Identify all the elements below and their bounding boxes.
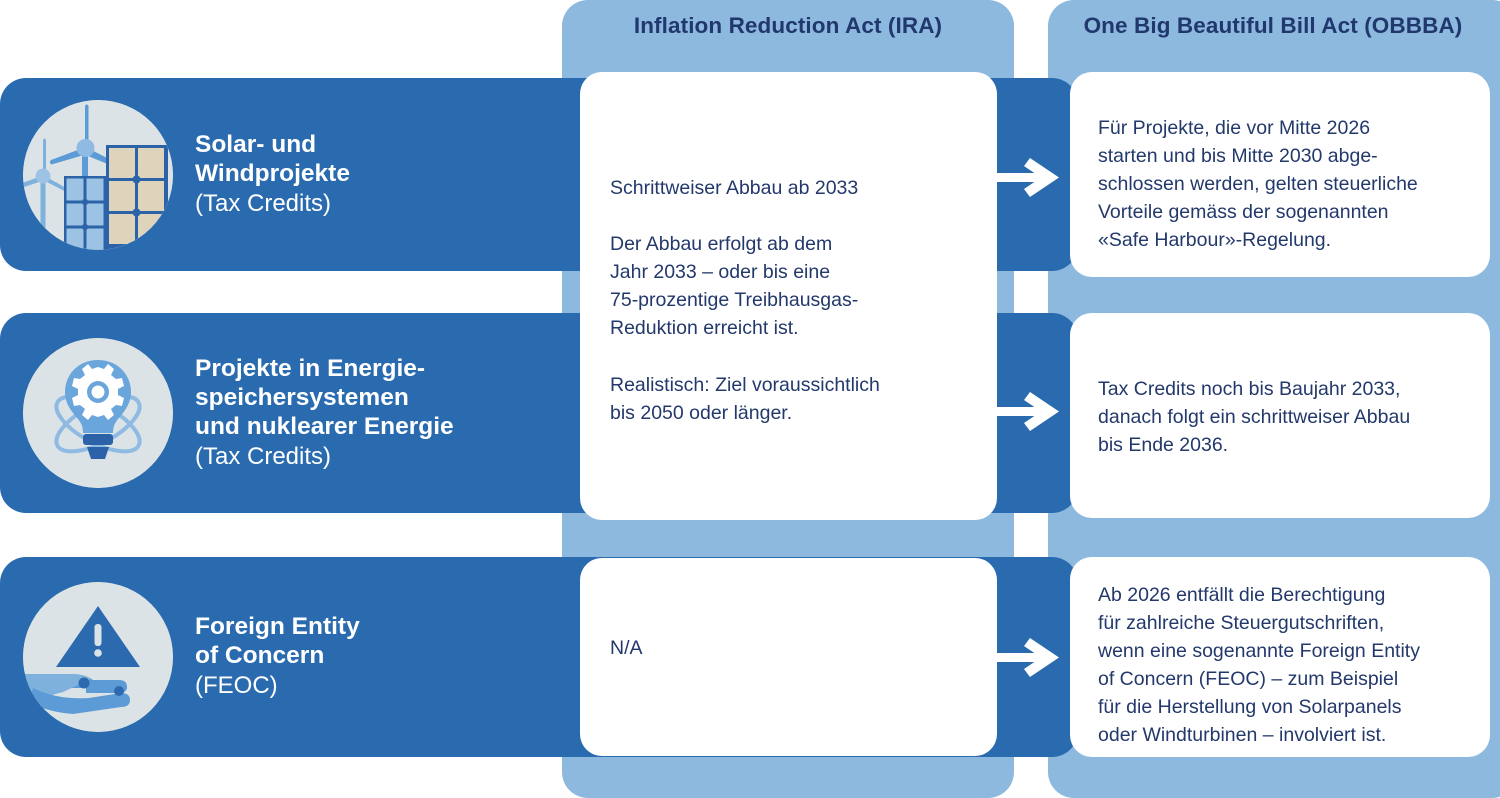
row-subtitle: (Tax Credits) <box>195 189 332 217</box>
row-title: Foreign Entity of Concern <box>195 613 360 670</box>
row-subtitle: (Tax Credits) <box>195 442 332 470</box>
card-obbba-solar-wind: Für Projekte, die vor Mitte 2026 starten… <box>1070 72 1490 277</box>
row-subtitle: (FEOC) <box>195 672 278 700</box>
row-label-solar-wind: Solar- und Windprojekte (Tax Credits) <box>195 131 350 218</box>
row-label-feoc: Foreign Entity of Concern (FEOC) <box>195 613 360 700</box>
column-header-obbba: One Big Beautiful Bill Act (OBBBA) <box>1083 13 1463 38</box>
card-obbba-energy-storage: Tax Credits noch bis Baujahr 2033, danac… <box>1070 313 1490 518</box>
row-content: Foreign Entity of Concern (FEOC) <box>0 557 562 757</box>
lightbulb-gear-atom-icon <box>23 338 173 488</box>
row-label-energy-storage-nuclear: Projekte in Energie- speichersystemen un… <box>195 355 454 471</box>
arrow-right-icon <box>967 156 1062 200</box>
arrow-right-icon <box>967 636 1062 680</box>
arrow-right-icon <box>967 390 1062 434</box>
row-content: Solar- und Windprojekte (Tax Credits) <box>0 78 562 271</box>
row-content: Projekte in Energie- speichersystemen un… <box>0 313 562 513</box>
card-ira-solar-wind: Schrittweiser Abbau ab 2033 Der Abbau er… <box>580 72 997 520</box>
column-header-ira: Inflation Reduction Act (IRA) <box>633 13 943 38</box>
warning-hand-icon <box>23 582 173 732</box>
row-title: Projekte in Energie- speichersystemen un… <box>195 354 454 440</box>
card-ira-feoc: N/A <box>580 558 997 756</box>
card-obbba-feoc: Ab 2026 entfällt die Berechtigung für za… <box>1070 557 1490 757</box>
row-title: Solar- und Windprojekte <box>195 130 350 187</box>
solar-wind-icon <box>23 99 173 250</box>
